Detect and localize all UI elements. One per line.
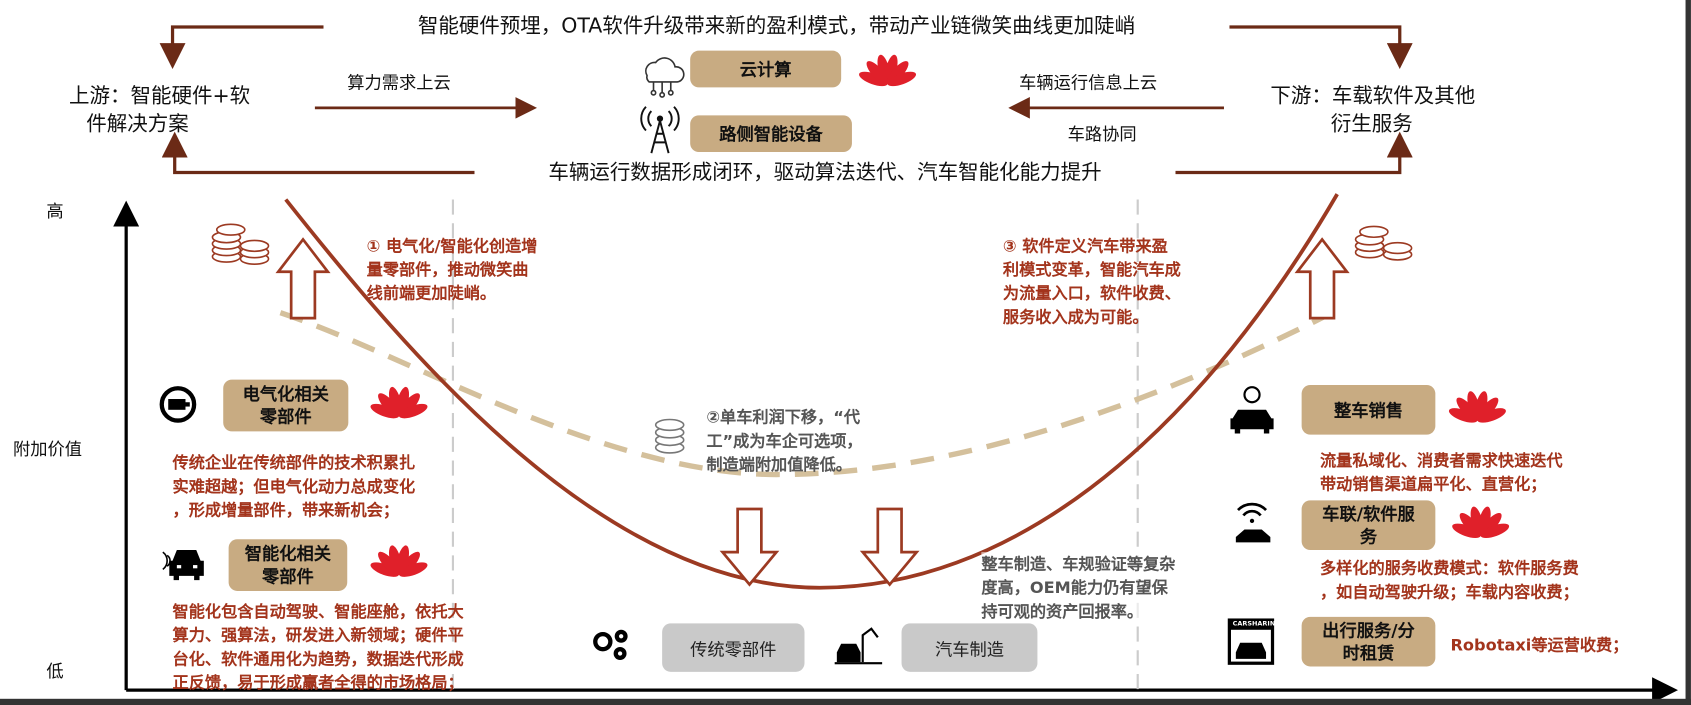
stack-icon [654,418,685,454]
carsharing-icon [1227,618,1275,665]
axis-high: 高 [46,200,64,222]
roadside-device-box: 路侧智能设备 [690,115,852,153]
left-arrow-label: 算力需求上云 [347,72,451,93]
connected-software-desc: 多样化的服务收费模式：软件服务费，如自动驾驶升级；车载内容收费； [1319,558,1579,602]
oem-note: 整车制造、车规验证等复杂度高，OEM能力仍有望保持可观的资产回报率。 [981,552,1176,624]
huawei-logo-icon [1452,504,1510,547]
huawei-logo-icon [1448,388,1506,431]
right-arrow-sublabel: 车路协同 [1067,124,1137,145]
frame-border [1685,0,1691,705]
motor-icon [159,386,197,423]
note-2: ②单车利润下移，“代工”成为车企可选项，制造端附加值降低。 [706,407,863,475]
frame-border [0,698,1691,705]
cloud-computing-box: 云计算 [690,50,842,88]
coins-icon [211,223,270,266]
top-flow-text: 智能硬件预埋，OTA软件升级带来新的盈利模式，带动产业链微笑曲线更加陡峭 [323,12,1230,39]
hollow-arrows [275,237,1350,587]
loop-lines [159,25,1413,175]
smile-curve [284,193,1339,590]
intelligent-desc: 智能化包含自动驾驶、智能座舱，依托大算力、强算法，研发进入新领域；硬件平台化、软… [172,601,464,693]
huawei-logo-icon [370,384,428,427]
mobility-service-box: 出行服务/分时租赁 [1301,616,1436,667]
axis-label: 附加价值 [12,438,82,460]
cloud-icon [645,57,685,98]
huawei-logo-icon [859,52,917,95]
car-factory-icon [834,627,883,665]
note-3: ③ 软件定义汽车带来盈利模式变革，智能汽车成为流量入口，软件收费、服务收入成为可… [1002,236,1181,327]
dashed-smile-curve [279,304,1344,478]
car-sales-box: 整车销售 [1301,384,1436,435]
note-1: ① 电气化/智能化创造增量零部件，推动微笑曲线前端更加陡峭。 [366,236,538,304]
car-manufacturing-box: 汽车制造 [901,623,1038,672]
right-arrow-label: 车辆运行信息上云 [1019,72,1158,93]
traditional-parts-box: 传统零部件 [662,623,805,672]
smart-car-icon [162,549,204,581]
tower-icon [640,106,680,154]
coins-icon [1354,225,1413,261]
mobility-service-desc: Robotaxi等运营收费； [1450,635,1629,655]
upstream-label: 上游：智能硬件+软件解决方案 [69,84,251,136]
electrification-parts-box: 电气化相关零部件 [223,379,349,432]
huawei-logo-icon [370,542,428,585]
downstream-label: 下游：车载软件及其他衍生服务 [1270,84,1476,136]
car-sales-icon [1230,386,1274,434]
car-sales-desc: 流量私域化、消费者需求快速迭代带动销售渠道扁平化、直营化； [1319,450,1563,494]
bottom-flow-text: 车辆运行数据形成闭环，驱动算法迭代、汽车智能化能力提升 [474,159,1176,186]
connected-car-icon [1235,502,1271,543]
gears-icon [593,629,628,660]
intelligent-parts-box: 智能化相关零部件 [228,539,348,591]
axes [113,200,1678,704]
axis-low: 低 [46,661,64,682]
carsharing-sign: CARSHARING [1232,620,1281,628]
connected-software-box: 车联/软件服务 [1301,500,1436,550]
electrification-desc: 传统企业在传统部件的技术积累扎实难超越；但电气化动力总成变化，形成增量部件，带来… [172,452,416,520]
